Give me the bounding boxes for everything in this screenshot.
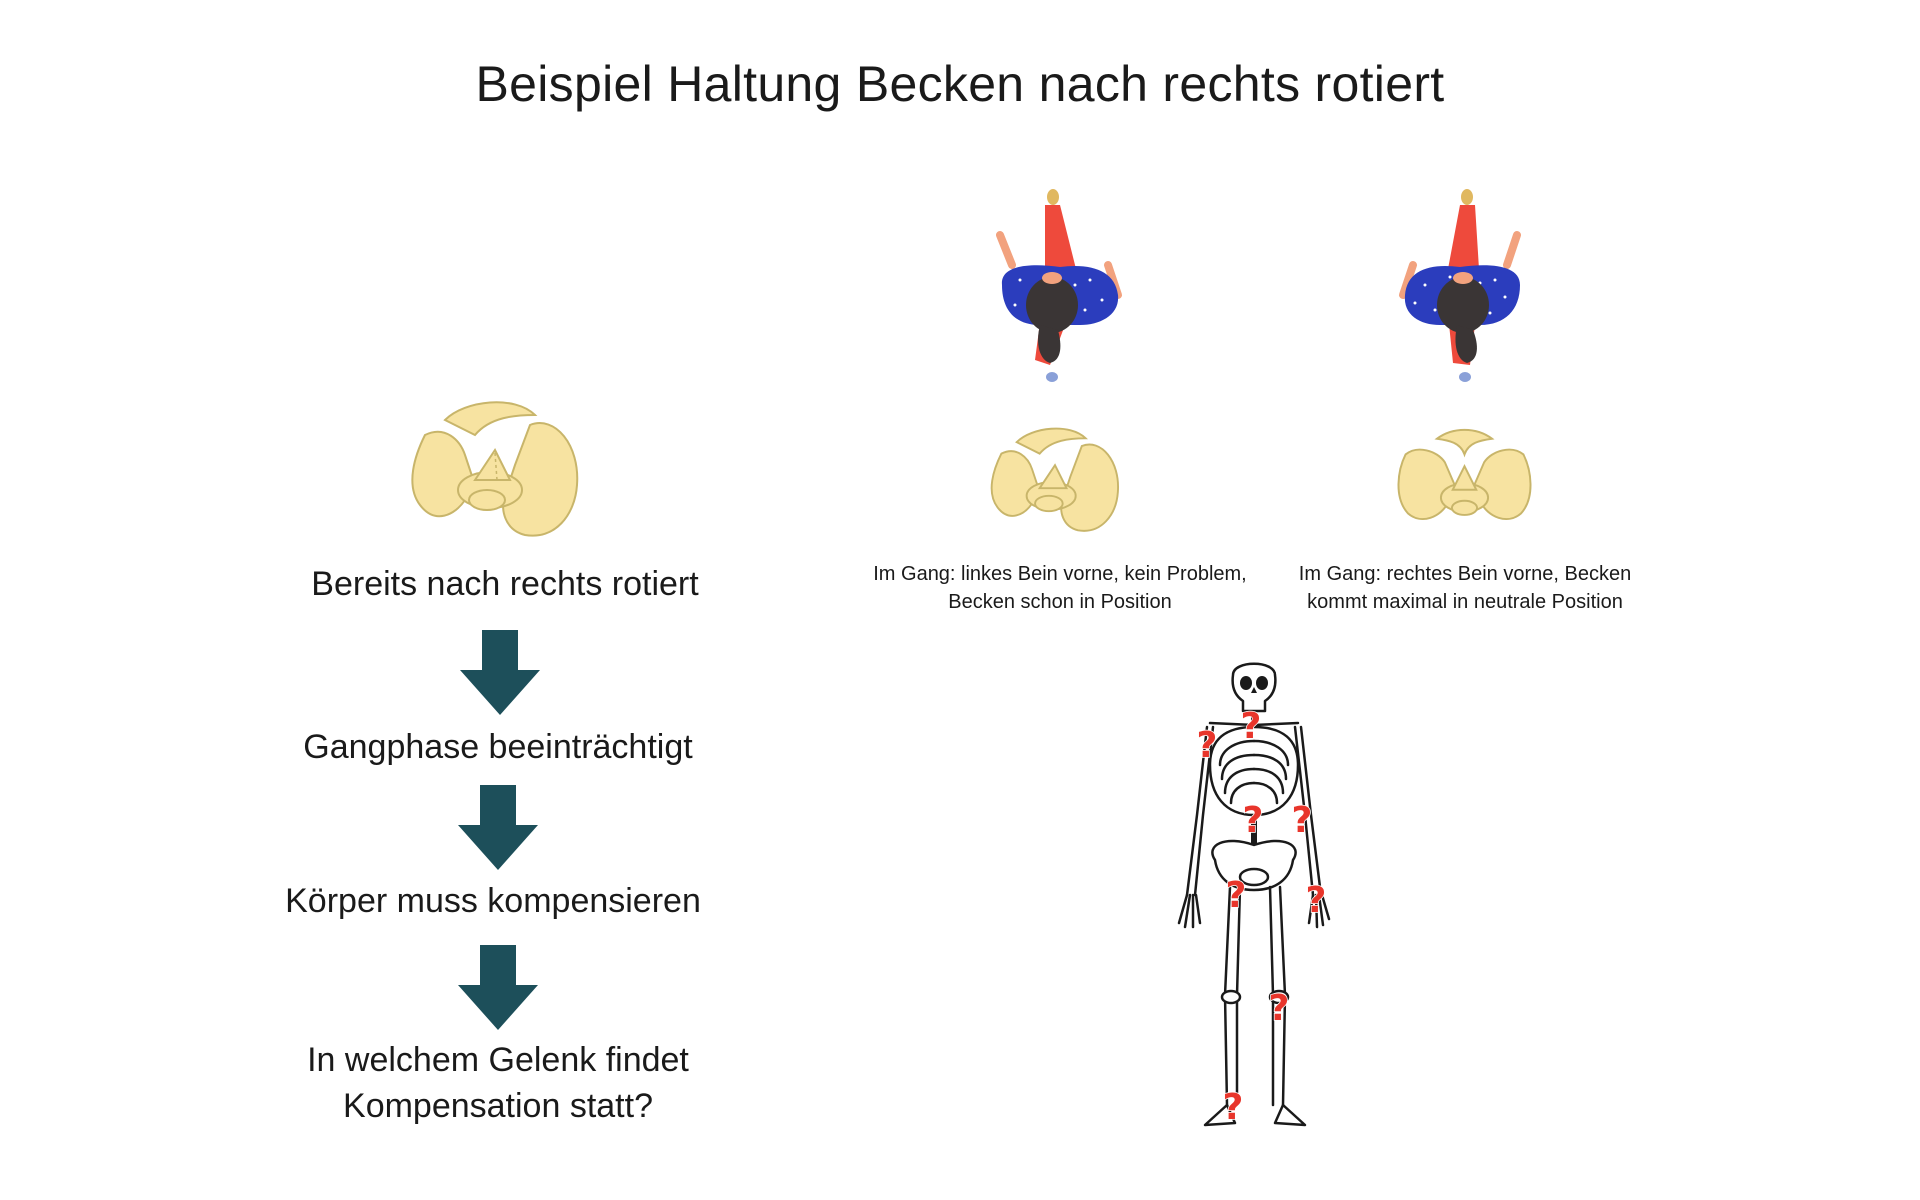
gait-caption-right: Im Gang: rechtes Bein vorne, Becken komm… (1298, 563, 1632, 613)
question-mark-icon: ? (1240, 705, 1262, 748)
down-arrow-icon (460, 630, 540, 715)
svg-text:?: ? (1306, 880, 1327, 921)
svg-text:?: ? (1269, 988, 1290, 1029)
down-arrow-icon (458, 945, 538, 1030)
svg-text:?: ? (1241, 706, 1262, 747)
pelvis-neutral-gait-illustration (1397, 428, 1532, 520)
question-mark-icon: ? (1242, 799, 1264, 842)
skeleton-illustration (1177, 662, 1331, 1127)
svg-text:?: ? (1292, 800, 1313, 841)
svg-text:?: ? (1243, 800, 1264, 841)
flow-step-1: Bereits nach rechts rotiert (311, 565, 699, 603)
walking-person-right-leg-forward (1399, 189, 1521, 382)
pelvis-rotated-gait-illustration (990, 427, 1119, 532)
page-title: Beispiel Haltung Becken nach rechts roti… (475, 56, 1445, 112)
flow-step-3: Körper muss kompensieren (285, 882, 701, 920)
question-mark-icon: ? (1305, 879, 1327, 922)
gait-caption-left: Im Gang: linkes Bein vorne, kein Problem… (873, 563, 1247, 613)
question-mark-icon: ? (1268, 987, 1290, 1030)
flow-step-2: Gangphase beeinträchtigt (303, 728, 693, 766)
down-arrow-icon (458, 785, 538, 870)
pelvis-rotated-illustration (411, 401, 579, 537)
svg-text:?: ? (1223, 1087, 1244, 1128)
question-mark-icon: ? (1222, 1086, 1244, 1129)
question-mark-icon: ? (1291, 799, 1313, 842)
question-mark-icon: ? (1196, 724, 1218, 767)
svg-text:?: ? (1226, 875, 1247, 916)
question-mark-icon: ? (1225, 874, 1247, 917)
flow-step-4: In welchem Gelenk findet Kompensation st… (307, 1041, 689, 1125)
svg-text:?: ? (1197, 725, 1218, 766)
walking-person-left-leg-forward (996, 189, 1122, 382)
